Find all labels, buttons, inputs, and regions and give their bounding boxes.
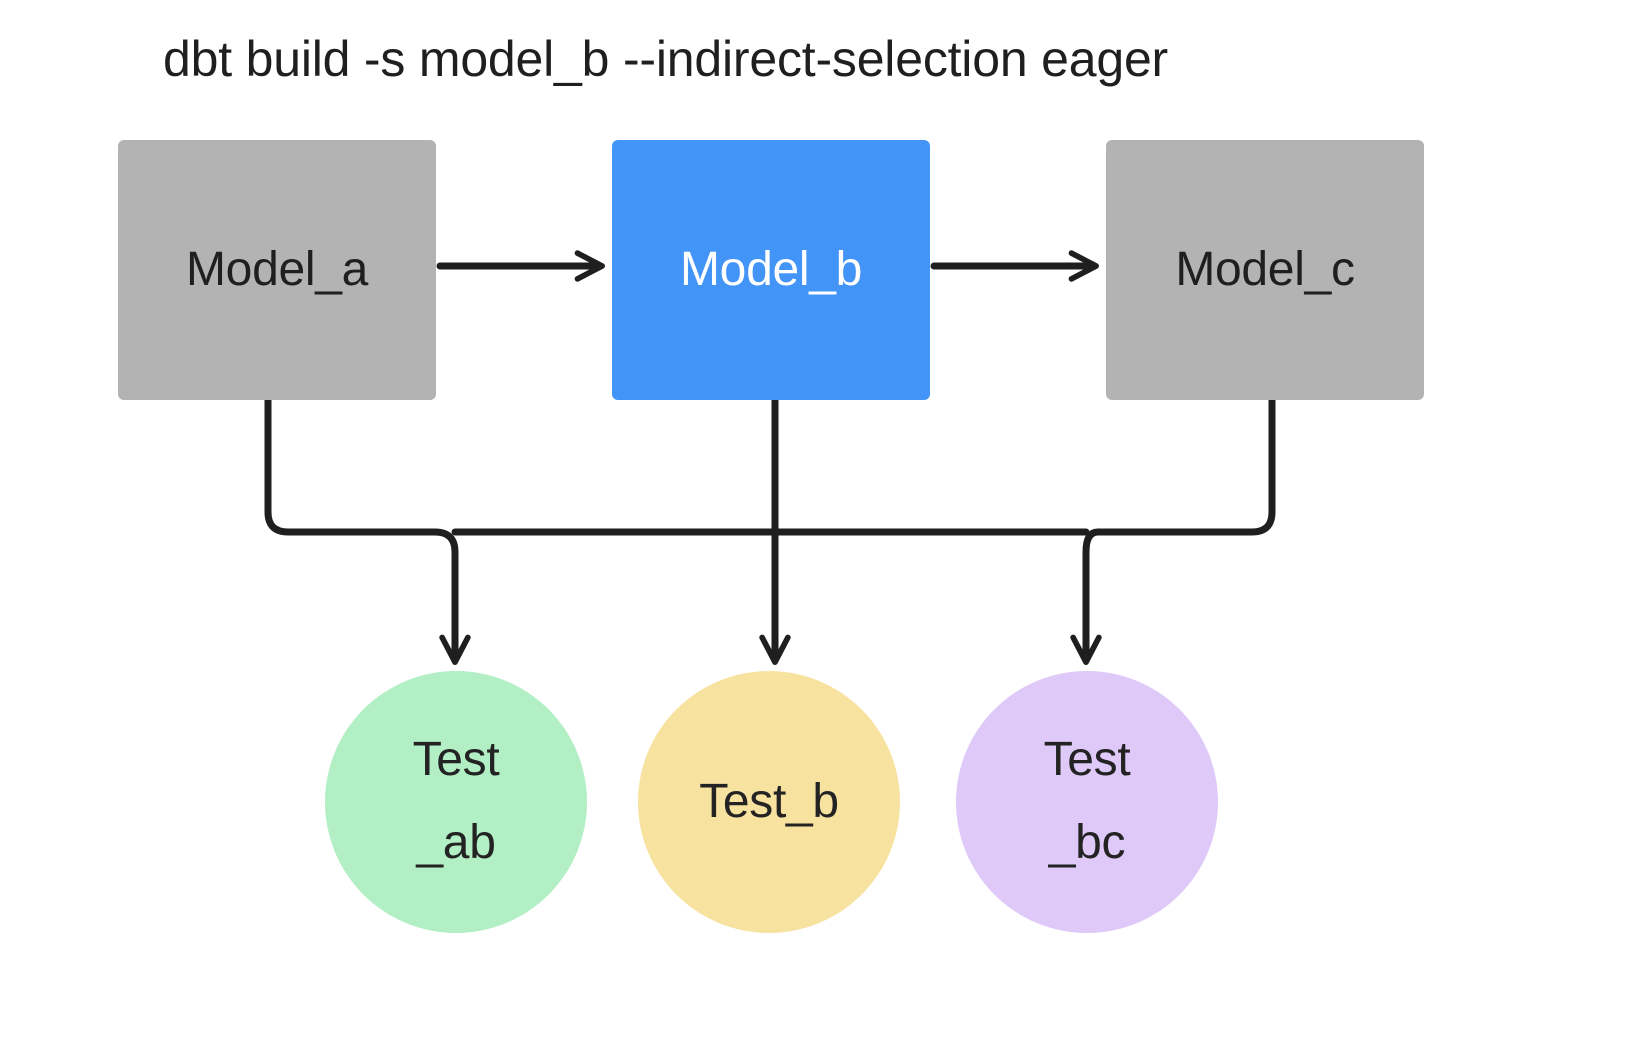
node-test-bc[interactable]: Test _bc xyxy=(956,671,1218,933)
node-model-b[interactable]: Model_b xyxy=(612,140,930,400)
node-model-a-label: Model_a xyxy=(185,243,369,296)
node-test-ab-label-line2: _ab xyxy=(416,816,496,869)
node-test-bc-label-line2: _bc xyxy=(1048,816,1126,869)
node-model-b-label: Model_b xyxy=(679,243,863,296)
node-test-ab[interactable]: Test _ab xyxy=(325,671,587,933)
node-test-ab-label-line1: Test xyxy=(412,733,500,787)
node-test-bc-label-line1: Test xyxy=(1043,733,1131,787)
node-model-c-label: Model_c xyxy=(1175,243,1355,296)
edge-branch-test-ab xyxy=(431,528,471,665)
edge-branch-test-bc xyxy=(1070,528,1102,665)
node-model-a[interactable]: Model_a xyxy=(118,140,436,400)
node-test-b[interactable]: Test_b xyxy=(638,671,900,933)
edge-stem-model-a xyxy=(264,396,439,536)
diagram-title: dbt build -s model_b --indirect-selectio… xyxy=(163,31,1169,87)
edge-stem-model-c xyxy=(1094,396,1276,536)
node-test-b-label-line1: Test_b xyxy=(699,774,839,828)
node-model-c[interactable]: Model_c xyxy=(1106,140,1424,400)
